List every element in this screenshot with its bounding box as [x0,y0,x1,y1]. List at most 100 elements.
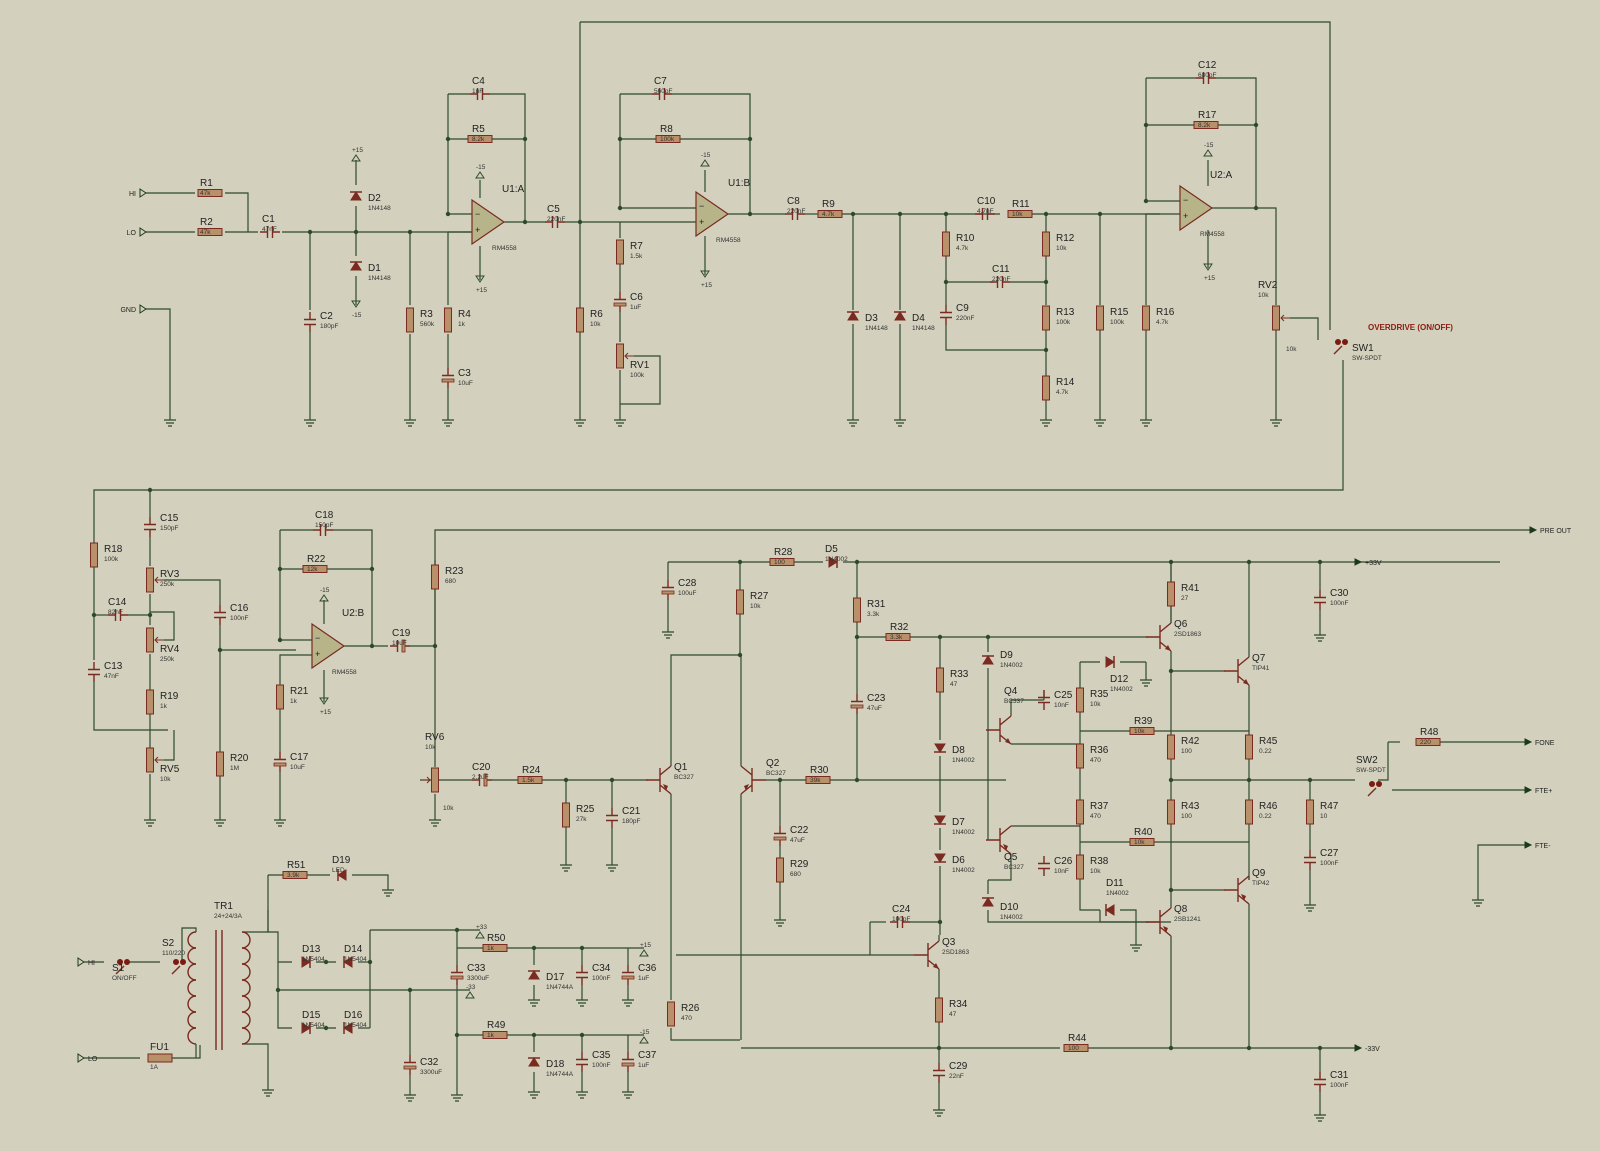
c9-capacitor [940,305,952,325]
rv4-body [146,627,154,653]
r9-body [817,210,843,218]
junction-dot [307,229,313,235]
r37-body [1076,799,1084,825]
tr1-core [215,930,223,1050]
c13-plates [88,662,100,682]
r14-resistor [1042,375,1050,401]
tr1-primary-coil [187,995,197,1013]
ground-symbol [164,419,176,427]
r27-ref: R27 [750,591,769,602]
sw2-value: SW-SPDT [1356,767,1386,774]
r33-body [936,667,944,693]
r7-ref: R7 [630,241,643,252]
q8-body [1146,907,1172,937]
d9-value: 1N4002 [1000,662,1023,669]
sw2-switch [1367,781,1382,797]
q8-arrow [1163,926,1168,933]
d17-triangle [528,970,540,980]
r34-value: 47 [949,1011,957,1018]
wire [1145,78,1180,202]
c14-plates [108,609,128,621]
junction-dot [1168,887,1174,893]
sw2-contact-b [1376,781,1382,787]
r10-value: 4.7k [956,245,969,252]
r46-value: 0.22 [1259,813,1272,820]
r41-ref: R41 [1181,583,1200,594]
c8-plates [785,208,805,220]
c16-plates [214,605,226,625]
c5-capacitor [545,216,565,228]
r50-body [482,944,508,952]
ground-symbol [404,419,416,427]
wire [1099,910,1148,923]
d5-ref: D5 [825,544,838,555]
u2b-ref: U2:B [342,608,365,619]
r12-resistor [1042,231,1050,257]
u1b-minus: − [699,201,704,211]
d3-triangle [847,311,859,321]
wire [1120,909,1137,945]
q4-transistor [986,715,1012,745]
q7-body [1224,656,1250,686]
d3-ref: D3 [865,313,878,324]
q4-ref: Q4 [1004,686,1018,697]
supply-label: -15 [476,164,486,171]
c13-ref: C13 [104,661,123,672]
q4-value: BC337 [1004,698,1024,705]
wire [1477,844,1525,900]
ground-symbol [528,999,540,1007]
c29-capacitor [933,1063,945,1083]
q4-arrow [1005,738,1011,744]
r49-ref: R49 [487,1020,506,1031]
d12-diode [1105,656,1115,668]
ground-symbol [214,819,226,827]
q5-value: BC327 [1004,864,1024,871]
r28-resistor [769,558,795,566]
r41-resistor [1167,581,1175,607]
c20-ref: C20 [472,762,491,773]
rv4-value: 250k [160,656,175,663]
tr1-transformer [187,930,251,1050]
r20-body [216,751,224,777]
tr1-primary-coil [187,963,197,981]
tr1-value: 24+24/3A [214,913,243,920]
d6-diode [934,853,946,863]
junction-dot [1168,668,1174,674]
c2-value: 180pF [320,323,338,330]
junction-dot [747,136,753,142]
r22-ref: R22 [307,554,326,565]
fu1-fuse [147,1053,173,1063]
junction-dot [577,219,583,225]
c12-ref: C12 [1198,60,1217,71]
r29-resistor [776,857,784,883]
r30-body [805,776,831,784]
r32-value: 3.3k [890,634,903,641]
d18-triangle [528,1057,540,1067]
q6-body [1146,622,1172,652]
r22-value: 12k [307,566,318,573]
c22-polarity [773,836,787,841]
ground-symbol [560,864,572,872]
ground-symbol [614,419,626,427]
c1-capacitor [260,226,280,238]
fone-terminal [1524,738,1533,746]
junction-dot [1143,198,1149,204]
q2-arrow [744,784,749,791]
u2b-model: RM4558 [332,669,357,676]
d13-triangle [301,956,311,968]
r13-ref: R13 [1056,307,1075,318]
junction-dot [1168,1045,1174,1051]
junction-dot [1043,347,1049,353]
d15-triangle [301,1022,311,1034]
d14-triangle [343,956,353,968]
junction-dot [522,136,528,142]
c19-polarity [401,639,406,653]
rv2-wiper [1280,314,1290,322]
r49-resistor [482,1031,508,1039]
r11-body [1007,210,1033,218]
c21-capacitor [606,808,618,828]
r2-value: 47k [200,229,211,236]
c4-capacitor [470,88,490,100]
junction-dot [91,612,97,618]
pos33-label: +33V [1365,560,1382,567]
